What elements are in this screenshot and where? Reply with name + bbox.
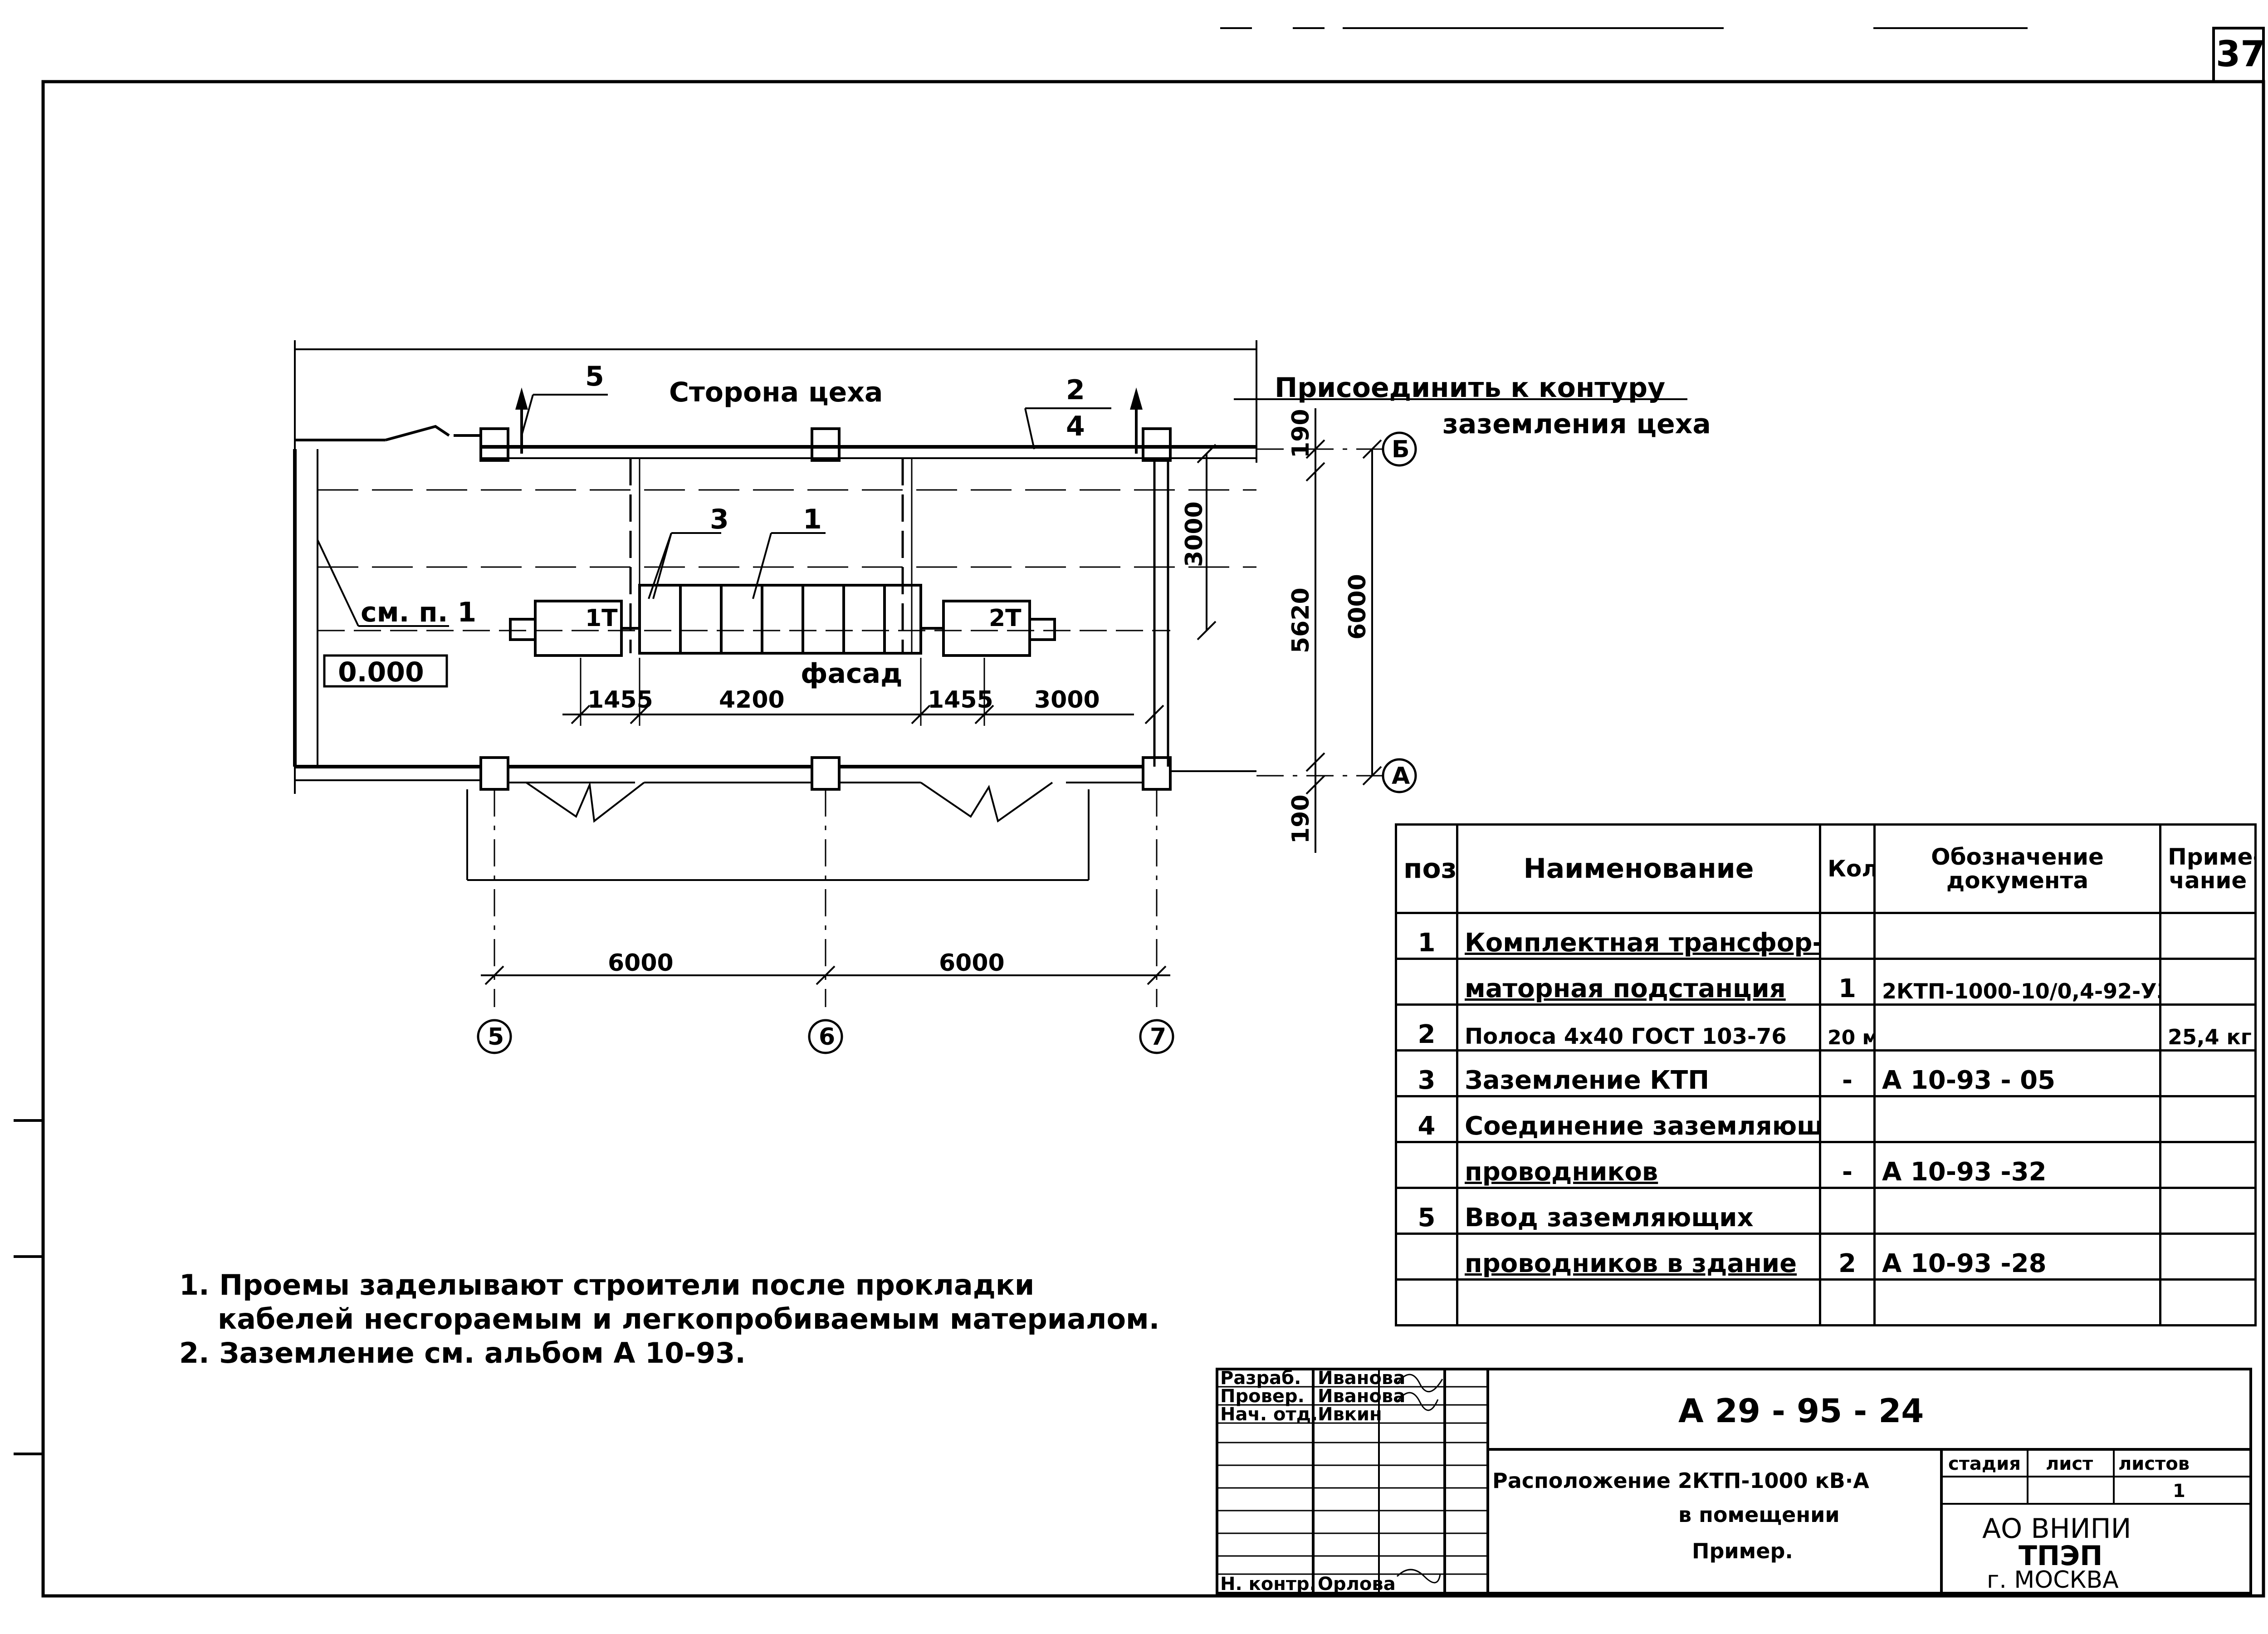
header-note: Приме-чание — [2159, 823, 2257, 914]
axis-row-a: А — [1392, 763, 1410, 790]
table-row: 2 Полоса 4х40 ГОСТ 103-76 20 м 25,4 кг — [1395, 1003, 2257, 1052]
header-qty: Кол. — [1819, 823, 1876, 914]
header-name: Наименование — [1456, 823, 1821, 914]
facade-label: фасад — [801, 658, 903, 690]
dim-1455-right: 1455 — [928, 686, 993, 714]
dim-v-6000: 6000 — [1344, 574, 1371, 640]
table-row: 5 Ввод заземляющих — [1395, 1187, 2257, 1235]
org-city: г. МОСКВА — [1987, 1566, 2119, 1594]
col-sheets: листов — [2118, 1453, 2190, 1474]
role-norm-control: Н. контр. — [1220, 1574, 1316, 1595]
note-line: 1. Проемы заделывают строители после про… — [179, 1268, 1035, 1301]
col-stage: стадия — [1948, 1453, 2021, 1474]
spec-table: поз. Наименование Кол. Обозначениедокуме… — [1395, 823, 2257, 1326]
connect-label-1: Присоединить к контуру — [1275, 372, 1665, 404]
name-norm-control: Орлова — [1318, 1574, 1396, 1595]
title-block: Разраб. Провер. Нач. отд. Н. контр. Иван… — [1216, 1368, 2252, 1595]
table-row: 1 Комплектная трансфор- — [1395, 912, 2257, 960]
document-code: А 29 - 95 - 24 — [1678, 1392, 1924, 1430]
role-checker: Провер. — [1220, 1386, 1305, 1407]
name-developer: Иванова — [1318, 1368, 1405, 1389]
role-developer: Разраб. — [1220, 1368, 1301, 1389]
dim-4200: 4200 — [719, 686, 785, 714]
dim-v-190-top: 190 — [1287, 409, 1315, 458]
table-row: 3 Заземление КТП - А 10-93 - 05 — [1395, 1049, 2257, 1097]
table-row: 4 Соединение заземляющих — [1395, 1095, 2257, 1143]
callout-2: 2 — [1066, 374, 1085, 406]
role-head: Нач. отд. — [1220, 1404, 1318, 1425]
dim-bay-left: 6000 — [608, 949, 674, 977]
note-line: 2. Заземление см. альбом А 10-93. — [179, 1336, 746, 1370]
dim-v-190-bottom: 190 — [1287, 794, 1315, 844]
callout-4: 4 — [1066, 411, 1085, 442]
axis-col-7: 7 — [1150, 1023, 1166, 1051]
shop-side-label: Сторона цеха — [669, 377, 883, 408]
dim-1455-left: 1455 — [587, 686, 653, 714]
name-checker: Иванова — [1318, 1386, 1405, 1407]
see-note-label: см. п. 1 — [361, 597, 476, 628]
connect-label-2: заземления цеха — [1442, 408, 1711, 440]
header-pos: поз. — [1395, 823, 1458, 914]
axis-col-5: 5 — [488, 1023, 504, 1051]
table-row: маторная подстанция 1 2КТП-1000-10/0,4-9… — [1395, 958, 2257, 1006]
transformer-mark-2: 2Т — [989, 605, 1022, 632]
drawing-title-2: в помещении — [1678, 1502, 1840, 1527]
drawing-title-3: Пример. — [1692, 1539, 1793, 1563]
sheet-number: 37 — [2216, 34, 2265, 75]
table-row: проводников в здание 2 А 10-93 -28 — [1395, 1233, 2257, 1281]
sheets-value: 1 — [2173, 1481, 2185, 1502]
col-sheet: лист — [2046, 1453, 2093, 1474]
spec-header-row: поз. Наименование Кол. Обозначениедокуме… — [1395, 823, 2257, 914]
drawing-title-1: Расположение 2КТП-1000 кВ·А — [1492, 1468, 1869, 1493]
callout-3: 3 — [710, 504, 729, 535]
axis-col-6: 6 — [819, 1023, 835, 1051]
note-line: кабелей несгораемым и легкопробиваемым м… — [218, 1302, 1160, 1336]
drawing-notes: 1. Проемы заделывают строители после про… — [179, 1268, 1159, 1370]
org-name-1: АО ВНИПИ — [1982, 1513, 2131, 1545]
name-head: Ивкин — [1318, 1404, 1382, 1425]
dim-v-5620: 5620 — [1287, 587, 1315, 653]
org-name-2: ТПЭП — [2019, 1540, 2102, 1572]
transformer-mark-1: 1Т — [585, 605, 618, 632]
callout-1: 1 — [803, 504, 822, 535]
table-row: проводников - А 10-93 -32 — [1395, 1141, 2257, 1189]
axis-row-b: Б — [1392, 436, 1410, 463]
dim-v-3000: 3000 — [1181, 501, 1208, 567]
dim-bay-right: 6000 — [939, 949, 1005, 977]
table-row — [1395, 1278, 2257, 1326]
level-mark: 0.000 — [338, 656, 424, 688]
dim-3000: 3000 — [1034, 686, 1100, 714]
callout-5: 5 — [585, 361, 604, 392]
